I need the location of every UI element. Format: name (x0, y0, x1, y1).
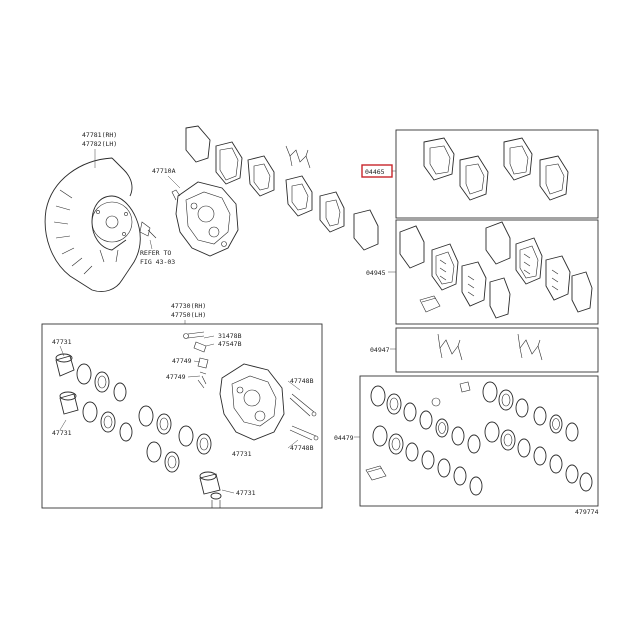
kit-04479-box (359, 375, 599, 507)
label-kit-04945: 04945 (366, 269, 386, 277)
loose-pad-3 (247, 155, 275, 197)
loose-pad-4 (285, 175, 313, 217)
kit-shims-left (399, 225, 511, 319)
upper-caliper (171, 181, 239, 257)
caliper-pins (289, 393, 319, 441)
kit-pad-c (503, 137, 533, 181)
label-47731-c: 47731 (232, 450, 252, 458)
anti-squeal-spring (285, 145, 311, 169)
bleeder-and-caps (183, 331, 209, 389)
label-shield-lh: 47782(LH) (82, 140, 117, 148)
label-caliper-47710a: 47710A (152, 167, 176, 175)
loose-pad-1 (185, 125, 211, 163)
dust-shield (44, 157, 141, 292)
loose-pad-2 (215, 141, 243, 185)
label-47731-b: 47731 (52, 429, 72, 437)
label-kit-04947: 04947 (370, 346, 390, 354)
label-fig: FIG 43-03 (140, 258, 175, 266)
kit-04945-box (395, 219, 599, 325)
pistons-upper-row (55, 353, 212, 455)
kit-04947-box (395, 327, 599, 373)
label-47731-d: 47731 (236, 489, 256, 497)
label-47731-a: 47731 (52, 338, 72, 346)
kit-pad-b (459, 155, 489, 201)
kit-seal-rings (365, 381, 593, 496)
lower-caliper-body (219, 363, 285, 441)
caliper-exploded-box (41, 323, 323, 509)
label-47749-a: 47749 (172, 357, 192, 365)
label-47748b-a: 47748B (290, 377, 314, 385)
label-kit-04465: 04465 (365, 168, 385, 176)
shield-bolt (139, 221, 157, 239)
kit-spring-right (517, 333, 543, 361)
label-47749-b: 47749 (166, 373, 186, 381)
loose-pad-6 (353, 209, 379, 251)
label-47547b: 47547B (218, 340, 242, 348)
label-caliper-lh: 47750(LH) (171, 311, 206, 319)
loose-pad-5 (319, 191, 345, 233)
kit-04465-box (395, 129, 599, 219)
label-caliper-rh: 47730(RH) (171, 302, 206, 310)
label-kit-04479: 04479 (334, 434, 354, 442)
pistons-lower-row (59, 391, 221, 495)
kit-pad-a (423, 137, 455, 181)
label-figure-number: 479774 (575, 508, 599, 516)
kit-pad-d (539, 155, 569, 201)
label-refer-to: REFER TO (140, 249, 171, 257)
label-31478b: 31478B (218, 332, 242, 340)
label-47748b-b: 47748B (290, 444, 314, 452)
piston-single (210, 492, 222, 508)
kit-shims-right (485, 221, 593, 313)
label-shield-rh: 47781(RH) (82, 131, 117, 139)
kit-spring-left (437, 333, 463, 361)
kit-wear-indicator (419, 295, 441, 313)
